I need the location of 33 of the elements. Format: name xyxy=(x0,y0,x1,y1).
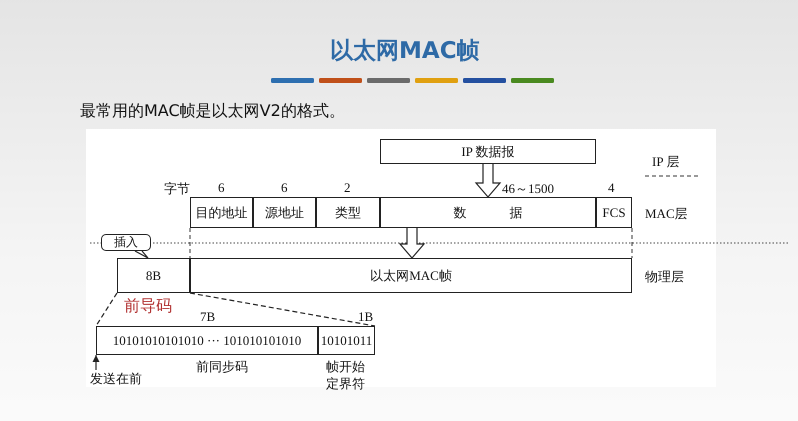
field-box: 数 据 xyxy=(380,197,596,228)
size-label: 2 xyxy=(344,180,350,196)
layer-label: 物理层 xyxy=(645,268,684,286)
size-label: 6 xyxy=(281,180,288,196)
description-text: 最常用的MAC帧是以太网V2的格式。 xyxy=(80,101,345,122)
zoom-line xyxy=(96,292,118,326)
bit-field-box: 10101010101010 ··· 101010101010 xyxy=(96,326,318,355)
zoom-line xyxy=(190,292,376,327)
caption-text: 帧开始定界符 xyxy=(326,358,366,392)
field-box: FCS xyxy=(596,197,632,228)
callout-tail xyxy=(134,250,149,259)
caption-text: 前同步码 xyxy=(196,358,249,375)
preamble-box: 8B xyxy=(117,258,190,293)
layer-label: MAC层 xyxy=(645,205,688,223)
arrow xyxy=(474,163,502,198)
slide-title: 以太网MAC帧 xyxy=(330,37,480,66)
size-label: 46～1500 xyxy=(502,180,554,198)
caption-text: 发送在前 xyxy=(90,370,160,388)
size-label: 6 xyxy=(218,180,224,196)
byte-label: 字节 xyxy=(164,180,190,198)
size-label: 7B xyxy=(200,309,216,325)
layer-label: IP 层 xyxy=(652,153,680,171)
heading-text: 前导码 xyxy=(124,296,172,317)
field-box: 目的地址 xyxy=(190,197,253,228)
size-label: 4 xyxy=(608,180,614,196)
field-box: 源地址 xyxy=(253,197,316,228)
arrow xyxy=(92,355,100,370)
bit-field-box: 10101011 xyxy=(318,326,375,355)
size-label: 1B xyxy=(358,309,374,325)
field-box: 类型 xyxy=(316,197,380,228)
datagram-box: IP 数据报 xyxy=(380,139,596,164)
frame-box: 以太网MAC帧 xyxy=(190,258,632,293)
arrow xyxy=(398,227,426,259)
